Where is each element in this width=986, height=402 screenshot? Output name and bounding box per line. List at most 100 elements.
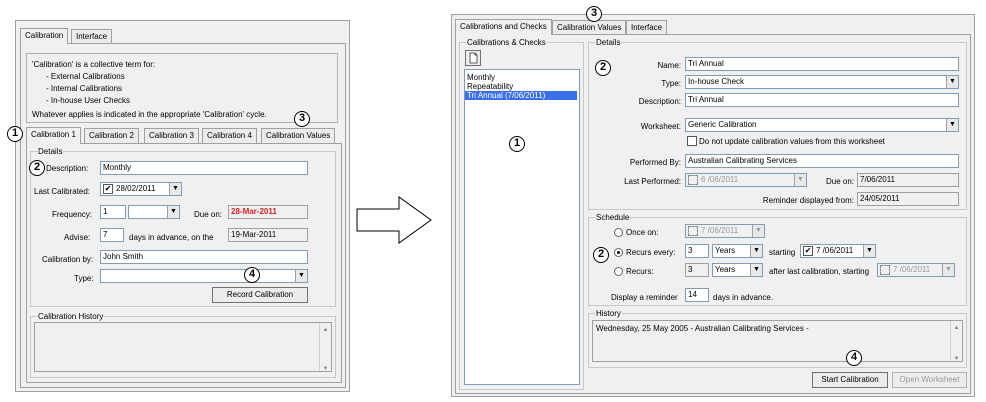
tab-calibration-4[interactable]: Calibration 4 (202, 128, 257, 144)
no-update-label: Do not update calibration values from th… (699, 137, 885, 146)
right-due-on-value: 7/06/2011 (857, 173, 959, 187)
after-last-checkbox (880, 265, 890, 275)
frequency-label: Frequency: (52, 210, 93, 219)
chevron-down-icon[interactable]: ▼ (167, 206, 179, 218)
advise-text: days in advance, on the (129, 233, 214, 242)
frequency-input[interactable]: 1 (100, 205, 126, 219)
name-input[interactable]: Tri Annual (685, 57, 959, 71)
starting-checkbox[interactable]: ✔ (803, 246, 813, 256)
once-on-label: Once on: (626, 228, 659, 237)
chevron-down-icon[interactable]: ▼ (863, 245, 875, 257)
arrow-right-icon (356, 196, 432, 244)
callout-3: 3 (294, 111, 310, 127)
last-calibrated-picker[interactable]: 28/02/2011 ▼ (100, 182, 182, 196)
advise-label: Advise: (64, 233, 91, 242)
callout-1: 1 (509, 136, 525, 152)
right-description-input[interactable]: Tri Annual (685, 93, 959, 107)
recurs-label: Recurs: (626, 267, 654, 276)
days-in-advance-label: days in advance. (713, 293, 774, 302)
history-scrollbar[interactable]: ▲▼ (319, 323, 331, 372)
list-item[interactable]: Monthly (467, 73, 496, 82)
info-line: - In-house User Checks (46, 96, 131, 105)
recurs-every-input[interactable]: 3 (685, 244, 709, 258)
recurs-every-unit-select[interactable]: Years ▼ (712, 244, 763, 258)
tab-calibration-1[interactable]: Calibration 1 (26, 127, 81, 144)
starting-label: starting (769, 248, 796, 257)
chevron-down-icon[interactable]: ▼ (750, 264, 762, 276)
tab-calibrations-and-checks[interactable]: Calibrations and Checks (455, 19, 552, 35)
chevron-down-icon: ▼ (942, 264, 954, 276)
tab-calibration-2[interactable]: Calibration 2 (84, 128, 139, 144)
tab-interface[interactable]: Interface (626, 20, 668, 36)
chevron-down-icon[interactable]: ▼ (295, 270, 307, 282)
callout-4: 4 (244, 267, 260, 283)
chevron-down-icon: ▼ (794, 174, 806, 186)
right-type-value: In-house Check (688, 77, 745, 86)
chevron-down-icon[interactable]: ▼ (946, 119, 958, 131)
info-line: 'Calibration' is a collective term for: (32, 60, 156, 69)
history-scrollbar[interactable]: ▲▼ (950, 321, 962, 362)
frequency-unit-select[interactable]: ▼ (128, 205, 180, 219)
recurs-every-radio[interactable] (614, 248, 623, 257)
chevron-down-icon[interactable]: ▼ (946, 76, 958, 88)
start-calibration-button[interactable]: Start Calibration (812, 372, 888, 388)
tab-interface[interactable]: Interface (71, 29, 113, 45)
once-on-checkbox (688, 226, 698, 236)
recurs-unit-select[interactable]: Years ▼ (712, 263, 763, 277)
recurs-every-label: Recurs every: (626, 248, 676, 257)
advise-date: 19-Mar-2011 (228, 228, 308, 242)
description-label: Description: (46, 164, 89, 173)
calibration-history-box[interactable]: ▲▼ (34, 322, 332, 372)
worksheet-select[interactable]: Generic Calibration ▼ (685, 118, 959, 132)
type-select[interactable]: ▼ (100, 269, 308, 283)
callout-1: 1 (7, 126, 23, 142)
starting-picker[interactable]: 7 /06/2011 ▼ (800, 244, 876, 258)
last-calibrated-label: Last Calibrated: (34, 187, 91, 196)
details-group: Details (30, 147, 336, 307)
tab-calibration-3[interactable]: Calibration 3 (144, 128, 199, 144)
schedule-legend: Schedule (596, 213, 630, 222)
info-box (26, 53, 338, 123)
performed-by-input[interactable]: Australian Calibrating Services (685, 154, 959, 168)
recurs-unit-value: Years (715, 265, 736, 274)
right-history-box[interactable]: Wednesday, 25 May 2005 - Australian Cali… (592, 320, 963, 362)
description-input[interactable]: Monthly (100, 161, 308, 175)
once-on-radio[interactable] (614, 228, 623, 237)
recurs-radio[interactable] (614, 267, 623, 276)
record-calibration-button[interactable]: Record Calibration (212, 287, 308, 303)
after-last-label: after last calibration, starting (769, 267, 870, 276)
details-legend: Details (38, 147, 63, 156)
right-type-select[interactable]: In-house Check ▼ (685, 75, 959, 89)
list-item[interactable]: Repeatability (467, 82, 514, 91)
tab-calibration-values[interactable]: Calibration Values (261, 128, 336, 144)
last-performed-picker: 6 /06/2011 ▼ (685, 173, 807, 187)
due-on-value: 28-Mar-2011 (228, 205, 308, 219)
last-performed-value: 6 /06/2011 (701, 175, 739, 184)
new-document-button[interactable] (465, 50, 481, 66)
display-reminder-label: Display a reminder (611, 293, 678, 302)
right-type-label: Type: (661, 79, 681, 88)
history-entry: Wednesday, 25 May 2005 - Australian Cali… (596, 324, 809, 333)
last-performed-checkbox (688, 175, 698, 185)
tab-calibration[interactable]: Calibration (20, 28, 69, 44)
display-reminder-input[interactable]: 14 (685, 288, 709, 302)
calibrations-list[interactable]: Monthly Repeatability Tri Annual (7/06/2… (464, 69, 580, 385)
right-history-group: History (588, 309, 967, 368)
info-line: - Internal Calibrations (46, 84, 123, 93)
chevron-down-icon[interactable]: ▼ (750, 245, 762, 257)
no-update-checkbox[interactable] (687, 136, 697, 146)
calibrations-checks-legend: Calibrations & Checks (467, 38, 546, 47)
type-label: Type: (74, 274, 94, 283)
right-details-group: Details (588, 38, 967, 210)
calibration-by-input[interactable]: John Smith (100, 250, 308, 264)
last-calibrated-checkbox[interactable]: ✔ (103, 184, 113, 194)
advise-input[interactable]: 7 (100, 228, 124, 242)
schedule-group: Schedule (588, 213, 967, 306)
calibration-by-label: Calibration by: (42, 255, 94, 264)
recurs-every-unit-value: Years (715, 246, 736, 255)
callout-2: 2 (595, 60, 611, 76)
callout-2: 2 (29, 160, 45, 176)
list-item-selected[interactable]: Tri Annual (7/06/2011) (465, 91, 577, 100)
chevron-down-icon[interactable]: ▼ (169, 183, 181, 195)
recurs-input[interactable]: 3 (685, 263, 709, 277)
